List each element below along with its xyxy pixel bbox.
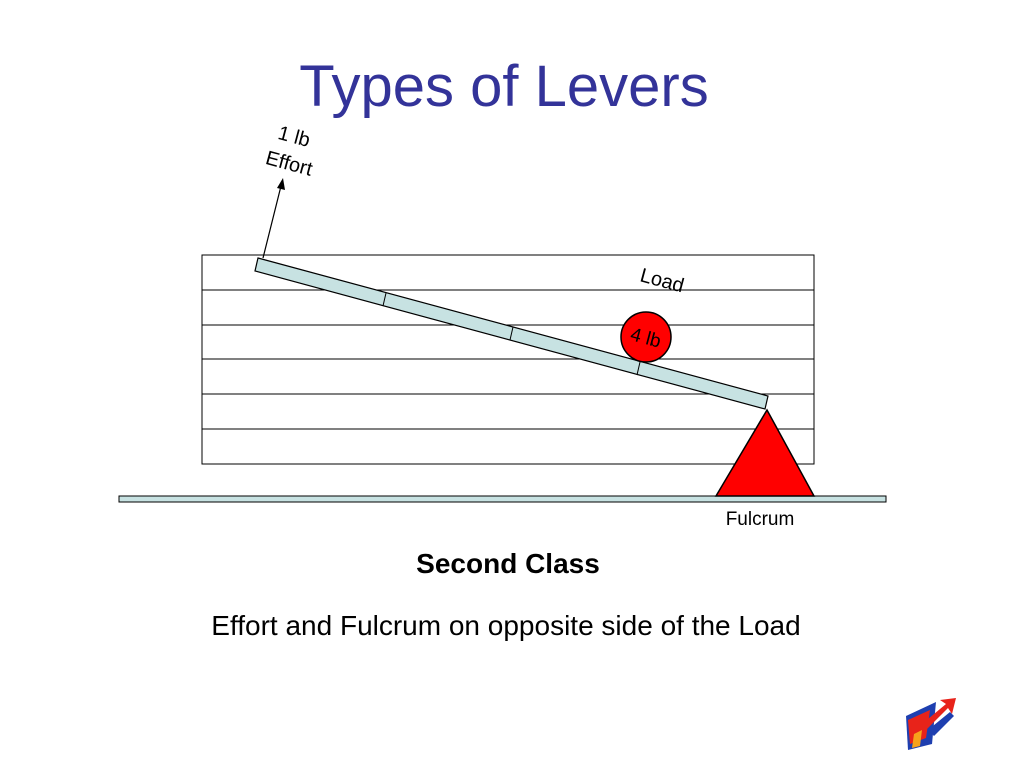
- fulcrum-triangle: [714, 408, 816, 497]
- arrow-logo-icon: [906, 698, 956, 750]
- lever-bar: [254, 257, 769, 410]
- lever-class-heading: Second Class: [416, 548, 600, 579]
- slide-title: Types of Levers: [299, 54, 709, 119]
- lever-description: Effort and Fulcrum on opposite side of t…: [211, 610, 801, 641]
- fulcrum-label: Fulcrum: [726, 509, 795, 530]
- background-grid: [201, 254, 815, 465]
- effort-label: Effort: [263, 147, 315, 181]
- effort-weight-label: 1 lb: [276, 122, 313, 152]
- effort-arrow: [262, 178, 285, 259]
- load-ball: [620, 311, 672, 363]
- ground-bar: [118, 495, 887, 503]
